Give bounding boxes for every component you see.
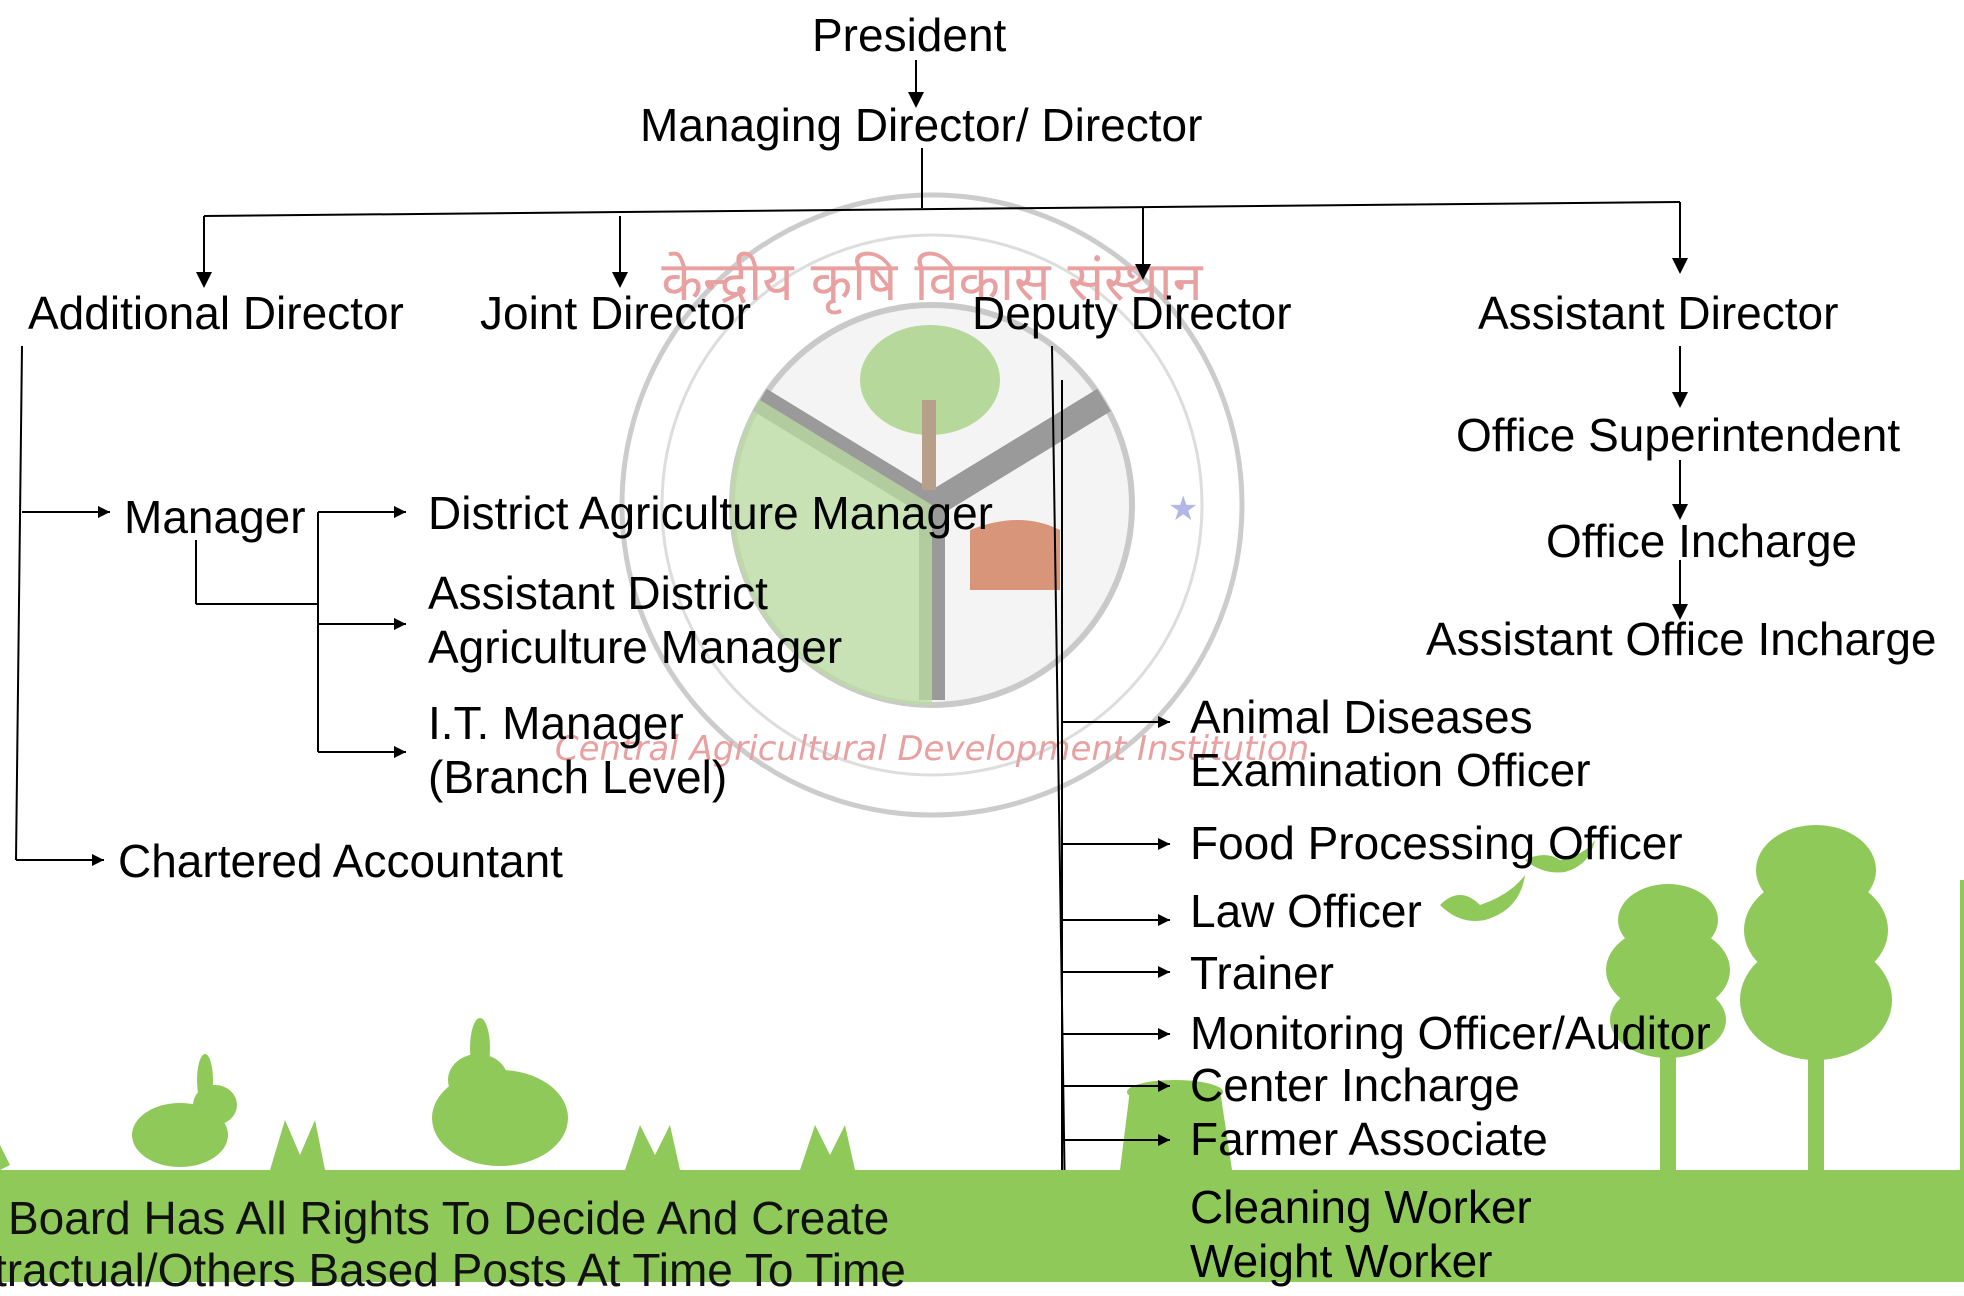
grass-icon bbox=[270, 1120, 325, 1170]
footer-note-line1: Board Has All Rights To Decide And Creat… bbox=[8, 1192, 890, 1244]
node-it-manager-line1: I.T. Manager bbox=[428, 697, 684, 749]
bird-icon bbox=[1440, 875, 1525, 921]
node-assistant-district-manager-line1: Assistant District bbox=[428, 567, 768, 619]
node-trainer: Trainer bbox=[1190, 947, 1334, 999]
node-animal-diseases-line2: Examination Officer bbox=[1190, 744, 1591, 796]
tree-stump-icon bbox=[1120, 1090, 1232, 1170]
node-assistant-district-manager-line2: Agriculture Manager bbox=[428, 621, 843, 673]
node-additional-director: Additional Director bbox=[28, 287, 404, 339]
node-chartered-accountant: Chartered Accountant bbox=[118, 835, 563, 887]
node-deputy-director: Deputy Director bbox=[972, 287, 1292, 339]
node-weight-worker: Weight Worker bbox=[1190, 1235, 1493, 1287]
footer-note: Board Has All Rights To Decide And Creat… bbox=[0, 1192, 906, 1296]
star-icon: ★ bbox=[1168, 490, 1198, 528]
footer-band bbox=[0, 1170, 1964, 1282]
node-district-agriculture-manager: District Agriculture Manager bbox=[428, 487, 993, 539]
node-food-processing-officer: Food Processing Officer bbox=[1190, 817, 1683, 869]
node-law-officer: Law Officer bbox=[1190, 885, 1422, 937]
footer-note-line2: tractual/Others Based Posts At Time To T… bbox=[0, 1244, 906, 1296]
node-cleaning-worker: Cleaning Worker bbox=[1190, 1181, 1532, 1233]
node-farmer-associate: Farmer Associate bbox=[1190, 1113, 1548, 1165]
seal-hindi-text: केन्द्रीय कृषि विकास संस्थान bbox=[661, 250, 1203, 315]
node-joint-director: Joint Director bbox=[480, 287, 751, 339]
node-it-manager-line2: (Branch Level) bbox=[428, 751, 728, 803]
node-assistant-office-incharge: Assistant Office Incharge bbox=[1426, 613, 1937, 665]
node-president: President bbox=[812, 9, 1007, 61]
bird-icon bbox=[1525, 840, 1595, 873]
node-manager: Manager bbox=[124, 491, 306, 543]
node-office-incharge: Office Incharge bbox=[1546, 515, 1858, 567]
seal-english-text: Central Agricultural Development Institu… bbox=[555, 729, 1309, 769]
node-animal-diseases-line1: Animal Diseases bbox=[1190, 691, 1533, 743]
node-office-superintendent: Office Superintendent bbox=[1456, 409, 1901, 461]
node-assistant-director: Assistant Director bbox=[1478, 287, 1839, 339]
node-managing-director: Managing Director/ Director bbox=[640, 99, 1203, 151]
node-monitoring-officer: Monitoring Officer/Auditor bbox=[1190, 1007, 1711, 1059]
node-center-incharge: Center Incharge bbox=[1190, 1059, 1520, 1111]
